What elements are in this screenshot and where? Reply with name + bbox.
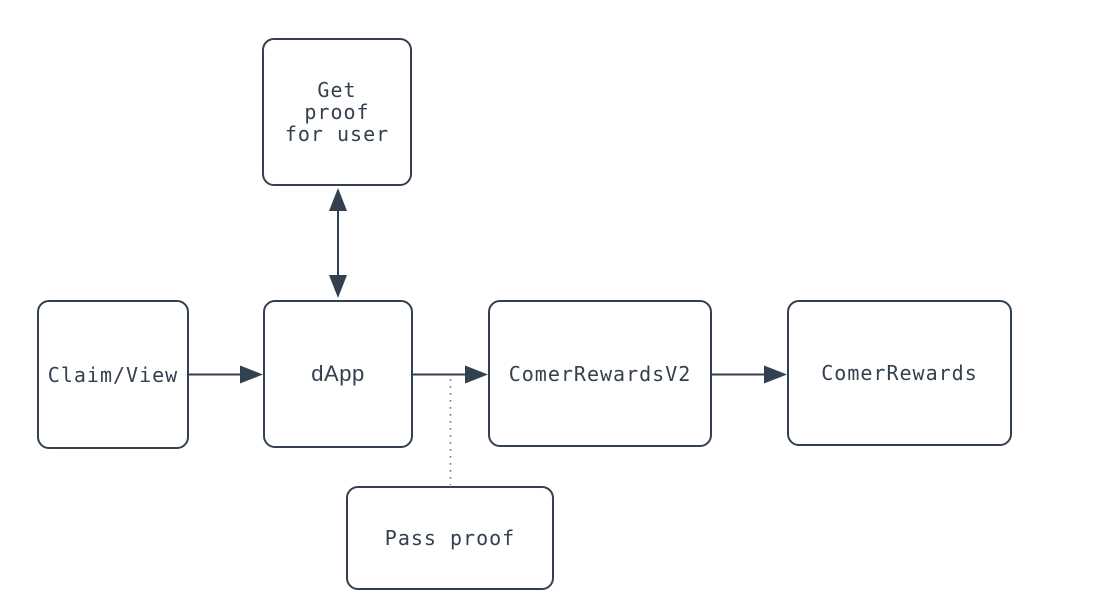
node-label: dApp xyxy=(311,361,365,386)
node-dapp: dApp xyxy=(263,300,413,448)
node-label: Get proof for user xyxy=(284,78,390,146)
node-label: Pass proof xyxy=(384,526,516,550)
node-label: ComerRewardsV2 xyxy=(508,361,692,386)
edge-dapp-to-comer-rewards-v2 xyxy=(413,365,488,384)
edge-get-proof-to-dapp-double-arrow xyxy=(329,188,347,298)
node-label: ComerRewards xyxy=(821,361,978,385)
node-pass-proof: Pass proof xyxy=(346,486,554,590)
node-comer-rewards: ComerRewards xyxy=(787,300,1012,446)
arrowhead xyxy=(465,365,488,384)
arrowhead xyxy=(240,365,263,384)
node-label: Claim/View xyxy=(47,362,179,387)
arrowhead xyxy=(764,365,787,384)
arrowhead-up xyxy=(329,188,347,211)
node-comer-rewards-v2: ComerRewardsV2 xyxy=(488,300,712,447)
node-claim-view: Claim/View xyxy=(37,300,189,449)
arrowhead-down xyxy=(329,275,347,298)
edge-claim-view-to-dapp xyxy=(189,365,263,384)
edge-comer-rewards-v2-to-comer-rewards xyxy=(712,365,787,384)
node-get-proof-for-user: Get proof for user xyxy=(262,38,412,186)
